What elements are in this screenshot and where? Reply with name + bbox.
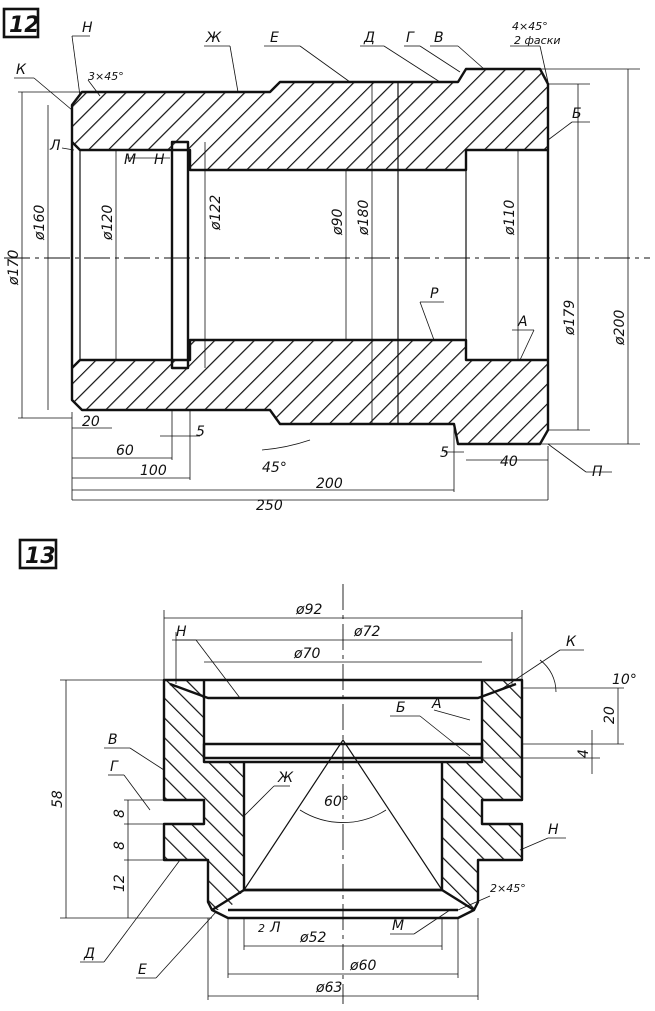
- chamfer-right-bottom: 2 фаски: [514, 34, 560, 47]
- dim-l40: 40: [500, 454, 518, 470]
- angle-45: 45°: [262, 460, 287, 476]
- label-k: К: [566, 634, 577, 650]
- label-m: М: [392, 918, 404, 934]
- label-n-top: Н: [176, 624, 187, 640]
- dim-d179: ø179: [562, 300, 578, 336]
- chamfer-left: 3×45°: [88, 70, 124, 83]
- label-d: Д: [83, 946, 95, 962]
- right-wall-section: [442, 680, 522, 910]
- dim-d60: ø60: [349, 958, 376, 974]
- inner-groove: [170, 140, 190, 370]
- label-b: Б: [572, 106, 582, 122]
- end-lines: [71, 82, 467, 424]
- diameter-dimensions: [18, 68, 640, 445]
- left-wall-section: [164, 680, 244, 910]
- chamfer-right-top: 4×45°: [512, 20, 548, 33]
- dim-d160: ø160: [32, 205, 48, 241]
- dim-l200: 200: [316, 476, 343, 492]
- dim-l20: 20: [82, 414, 100, 430]
- cone: [243, 738, 443, 891]
- label-zh: Ж: [277, 770, 294, 786]
- label-zh: Ж: [205, 30, 222, 46]
- dim-l5a: 5: [196, 424, 205, 440]
- length-dimensions: [71, 410, 549, 501]
- cone-angle-arc: [299, 809, 387, 823]
- label-k: К: [16, 62, 27, 78]
- dim-d63: ø63: [315, 980, 342, 996]
- figure-number: 12: [9, 13, 40, 38]
- chamfer-2x45: 2×45°: [490, 882, 526, 895]
- figure-12: 12 ø170: [2, 7, 650, 514]
- surface-leaders: [80, 639, 584, 979]
- label-d: Д: [363, 30, 375, 46]
- angle-60: 60°: [324, 794, 349, 810]
- label-p: П: [592, 464, 603, 480]
- dim-d92: ø92: [295, 602, 322, 618]
- label-a: А: [517, 314, 528, 330]
- dim-l250: 250: [256, 498, 283, 514]
- upper-wall-section: [72, 69, 548, 170]
- dim-d70: ø70: [293, 646, 320, 662]
- label-m: М: [124, 152, 136, 168]
- dim-h4: 4: [576, 749, 592, 758]
- label-g: Г: [110, 759, 119, 775]
- dim-d200: ø200: [612, 310, 628, 346]
- height-dimensions: [60, 659, 624, 919]
- label-n: Н: [82, 20, 93, 36]
- label-v: В: [108, 732, 118, 748]
- dim-h8a: 8: [112, 809, 128, 818]
- dim-d110: ø110: [502, 200, 518, 236]
- dim-l100: 100: [140, 463, 167, 479]
- figure-number-box: [2, 7, 40, 39]
- figure-13: 13: [18, 538, 637, 1004]
- label-v: В: [434, 30, 444, 46]
- dim-d120: ø120: [100, 205, 116, 241]
- dim-d72: ø72: [353, 624, 380, 640]
- dim-l60: 60: [116, 443, 134, 459]
- bore-outline: [71, 141, 548, 369]
- dim-h58: 58: [50, 790, 66, 808]
- dim-l5b: 5: [440, 445, 449, 461]
- figure-number-box: [18, 538, 58, 570]
- figure-number: 13: [25, 544, 56, 569]
- label-r: Р: [430, 286, 439, 302]
- dim-d180: ø180: [356, 200, 372, 236]
- dim-d170: ø170: [6, 250, 22, 286]
- dim-d90: ø90: [330, 209, 346, 236]
- dim-h8b: 8: [112, 841, 128, 850]
- label-a: А: [431, 696, 442, 712]
- label-l: Л: [269, 920, 281, 936]
- label-n2: Н: [154, 152, 165, 168]
- label-l: Л: [49, 138, 61, 154]
- label-n-right: Н: [548, 822, 559, 838]
- chamfer-2: 2: [258, 922, 265, 935]
- dim-h12: 12: [112, 874, 128, 892]
- surface-leaders: [14, 35, 612, 473]
- angle-10: 10°: [612, 672, 637, 688]
- lower-wall-section: [72, 340, 548, 444]
- dim-d122: ø122: [208, 195, 224, 231]
- dim-h20: 20: [602, 706, 618, 724]
- label-e: Е: [138, 962, 147, 978]
- label-g: Г: [406, 30, 415, 46]
- label-b: Б: [396, 700, 406, 716]
- label-e: Е: [270, 30, 279, 46]
- diameter-dimensions: [163, 610, 523, 1000]
- dim-d52: ø52: [299, 930, 326, 946]
